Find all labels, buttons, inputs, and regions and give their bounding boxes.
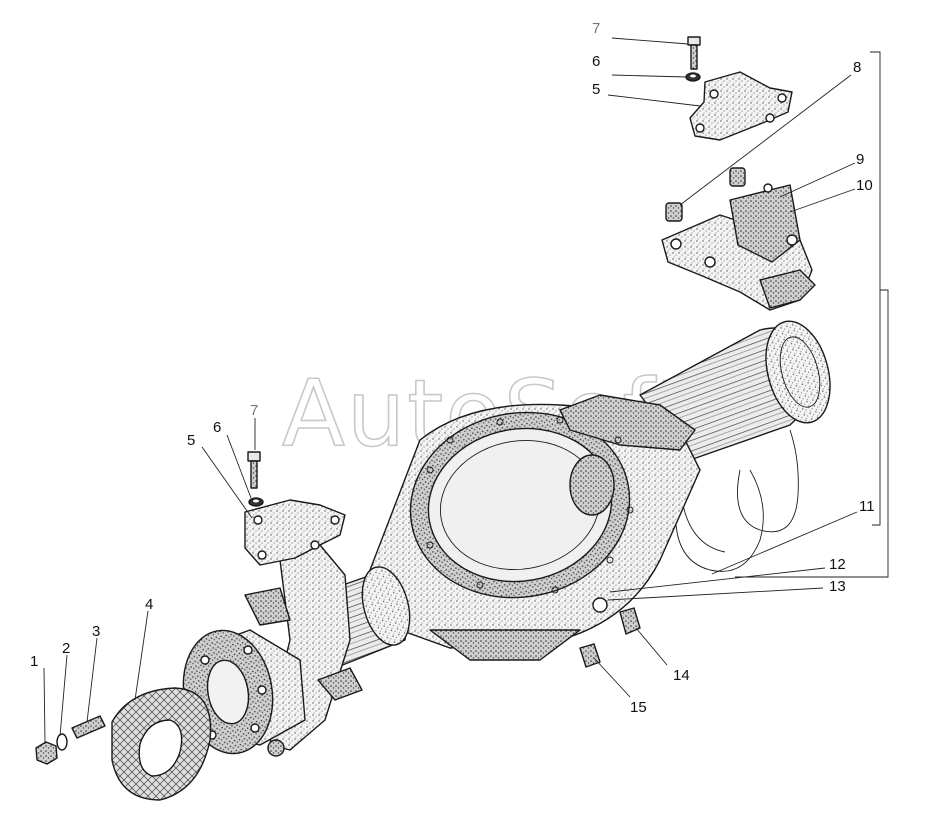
- hub-stud: [71, 715, 106, 739]
- callout-5-top: 5: [592, 81, 600, 98]
- left-cap-plate: [244, 499, 346, 566]
- callout-2: 2: [62, 640, 70, 657]
- callout-9: 9: [856, 151, 864, 168]
- callout-labels: 1 2 3 4 5 6 7 5 6 7 8 9 10 11 12 13 14 1…: [30, 20, 875, 716]
- leader-lines: [43, 37, 858, 745]
- callout-12: 12: [829, 556, 846, 573]
- callout-6-top: 6: [592, 53, 600, 70]
- callout-11: 11: [859, 498, 875, 515]
- callout-10: 10: [856, 177, 873, 194]
- callout-7-top: 7: [592, 20, 600, 37]
- callout-6-left: 6: [213, 419, 221, 436]
- left-bolt: [247, 451, 261, 489]
- callout-13: 13: [829, 578, 846, 595]
- callout-14: 14: [673, 667, 690, 684]
- drain-plug: [579, 643, 601, 668]
- filler-plug: [619, 607, 641, 635]
- hub-washer: [56, 733, 68, 751]
- callout-7-left: 7: [250, 402, 258, 419]
- callout-1: 1: [30, 653, 38, 670]
- assembly-bracket-line: [735, 51, 889, 578]
- differential-housing: [369, 394, 701, 661]
- left-washer: [248, 497, 264, 507]
- flange-gasket: [111, 687, 212, 801]
- bushing-8: [665, 167, 746, 222]
- top-right-bolt: [687, 36, 701, 70]
- right-spring-bracket: [661, 183, 816, 311]
- callout-8: 8: [853, 59, 861, 76]
- hub-nut: [35, 741, 58, 765]
- callout-15: 15: [630, 699, 647, 716]
- top-right-cap-plate: [689, 71, 793, 141]
- callout-3: 3: [92, 623, 100, 640]
- top-right-washer: [685, 72, 701, 82]
- callout-4: 4: [145, 596, 153, 613]
- callout-5-left: 5: [187, 432, 195, 449]
